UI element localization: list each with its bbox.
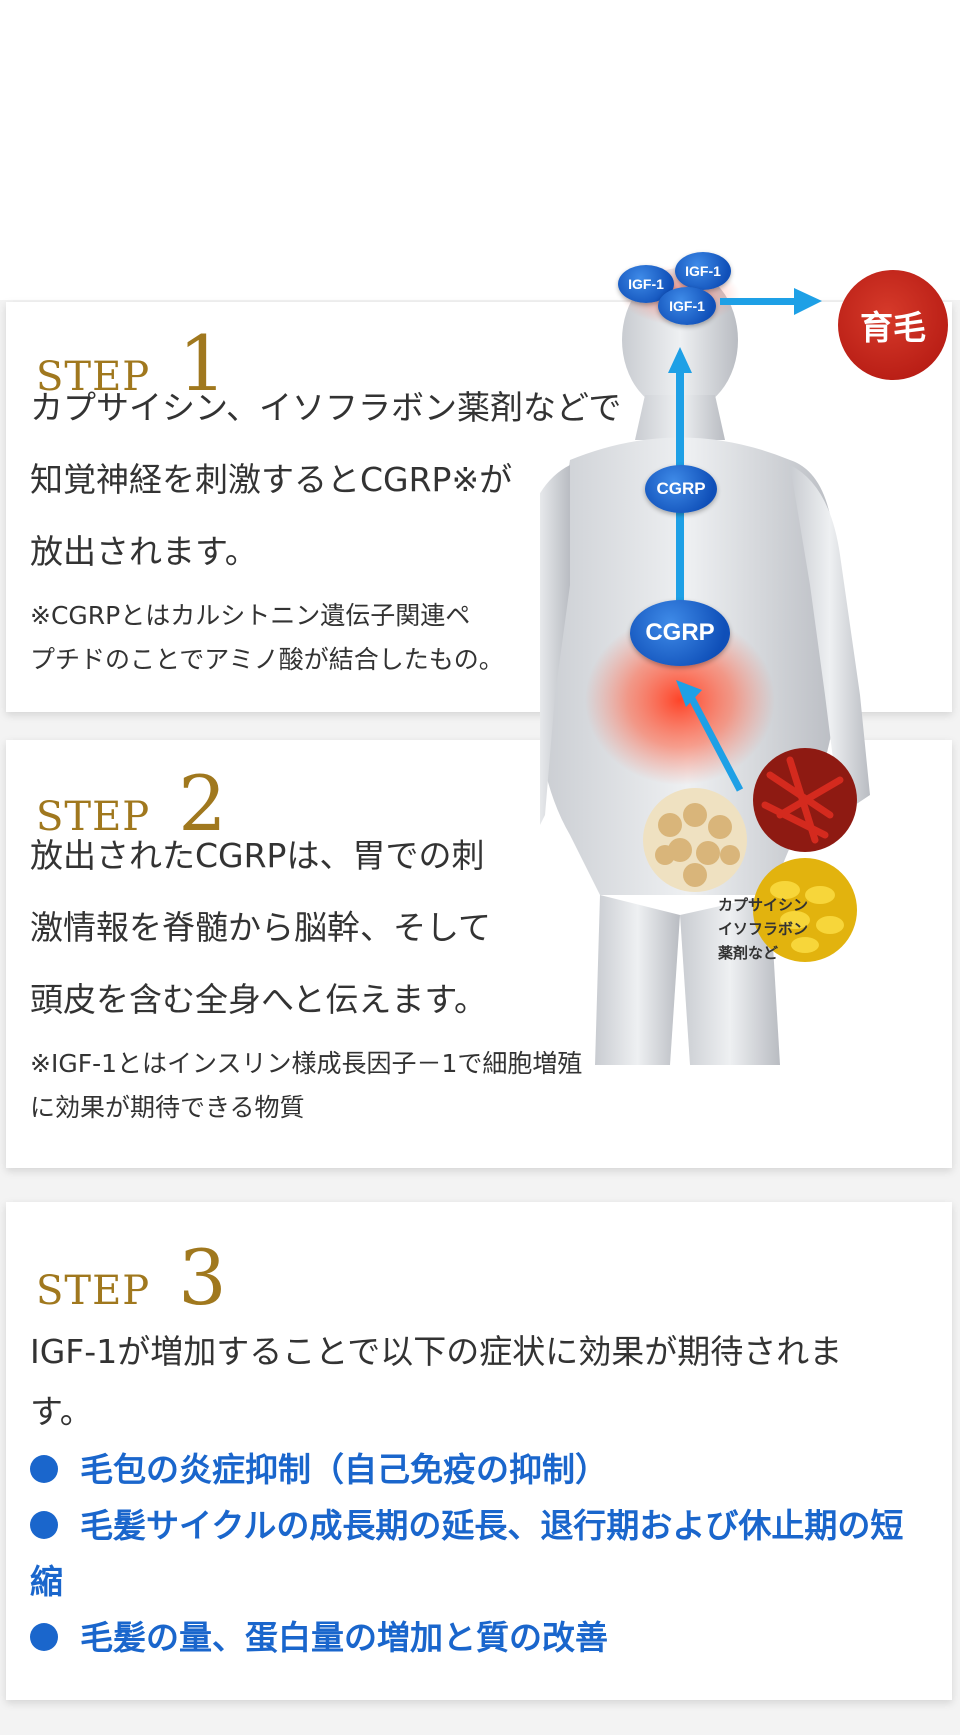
text-line: 頭皮を含む全身へと伝えます。: [30, 980, 488, 1019]
upward-arrow-head: [668, 347, 692, 373]
step-1-description: カプサイシン、イソフラボン薬剤などで 知覚神経を刺激するとCGRP※が 放出され…: [30, 372, 621, 588]
text-line: IGF-1が増加することで以下の症状に効果が期待されま: [30, 1332, 843, 1371]
benefit-list: 毛包の炎症抑制（自己免疫の抑制） 毛髪サイクルの成長期の延長、退行期および休止期…: [30, 1442, 920, 1666]
cgrp-bubble-upper: CGRP: [645, 465, 717, 513]
right-arrow-head: [794, 288, 822, 315]
step-number: 1: [178, 319, 227, 408]
benefit-text: 毛髪の量、蛋白量の増加と質の改善: [80, 1618, 608, 1657]
step-2-note: ※IGF-1とはインスリン様成長因子－1で細胞増殖 に効果が期待できる物質: [30, 1042, 582, 1130]
body-illustration: IGF-1 IGF-1 IGF-1 育毛 CGRP CGRP カプサイシン イソ…: [540, 252, 960, 1065]
note-line: ※CGRPとはカルシトニン遺伝子関連ペ: [30, 601, 471, 630]
step-3-description: IGF-1が増加することで以下の症状に効果が期待されま す。: [30, 1322, 930, 1442]
caption-line: イソフラボン: [718, 920, 809, 938]
step-number: 2: [178, 759, 227, 848]
step-label: STEP: [36, 354, 151, 400]
bullet-dot-icon: [30, 1622, 58, 1651]
left-arm-shape: [540, 465, 570, 825]
step-3-card: STEP 3 IGF-1が増加することで以下の症状に効果が期待されま す。 毛包…: [6, 1202, 952, 1700]
step-label: STEP: [36, 1268, 151, 1314]
text-line: す。: [30, 1392, 93, 1431]
ingredients-caption: カプサイシン イソフラボン 薬剤など: [718, 893, 808, 965]
note-line: に効果が期待できる物質: [30, 1093, 305, 1122]
benefit-item: 毛髪サイクルの成長期の延長、退行期および休止期の短縮: [30, 1498, 920, 1610]
text-line: カプサイシン、イソフラボン薬剤などで: [30, 388, 622, 427]
step-2-description: 放出されたCGRPは、胃での刺 激情報を脊髄から脳幹、そして 頭皮を含む全身へと…: [30, 820, 491, 1036]
step-1-note: ※CGRPとはカルシトニン遺伝子関連ペ プチドのことでアミノ酸が結合したもの。: [30, 594, 504, 682]
text-line: 知覚神経を刺激するとCGRP※が: [30, 460, 513, 499]
soybeans: [655, 803, 740, 887]
chili-peppers: [761, 756, 844, 844]
step-label: STEP: [36, 794, 151, 840]
step-2-heading: STEP 2: [36, 766, 227, 842]
step-number: 3: [178, 1233, 227, 1322]
caption-line: カプサイシン: [718, 896, 809, 914]
note-line: プチドのことでアミノ酸が結合したもの。: [30, 645, 504, 674]
igf-1-bubble: IGF-1: [675, 252, 731, 290]
stomach-glow: [585, 615, 775, 785]
benefit-text: 毛包の炎症抑制（自己免疫の抑制）: [80, 1450, 608, 1489]
benefit-text: 毛髪サイクルの成長期の延長、退行期および休止期の短縮: [30, 1506, 904, 1601]
text-line: 放出されます。: [30, 532, 258, 571]
text-line: 激情報を脊髄から脳幹、そして: [30, 908, 492, 947]
right-arrow-shaft: [720, 298, 798, 305]
right-leg-shape: [680, 895, 780, 1065]
bullet-dot-icon: [30, 1454, 58, 1483]
step-1-heading: STEP 1: [36, 326, 227, 402]
igf-1-bubble: IGF-1: [658, 287, 716, 325]
cgrp-bubble-stomach: CGRP: [630, 600, 730, 666]
top-blank-area: [0, 0, 960, 300]
benefit-item: 毛髪の量、蛋白量の増加と質の改善: [30, 1610, 920, 1666]
note-line: ※IGF-1とはインスリン様成長因子－1で細胞増殖: [30, 1049, 583, 1078]
right-arm-shape: [790, 465, 870, 815]
human-body-figure: [540, 265, 870, 1065]
left-leg-shape: [595, 895, 680, 1065]
capsules: [770, 881, 844, 953]
hair-growth-badge: 育毛: [838, 270, 948, 380]
bullet-dot-icon: [30, 1510, 58, 1539]
step-3-heading: STEP 3: [36, 1240, 227, 1316]
diagonal-arrow-head: [676, 680, 702, 707]
caption-line: 薬剤など: [718, 944, 779, 962]
benefit-item: 毛包の炎症抑制（自己免疫の抑制）: [30, 1442, 920, 1498]
diagonal-arrow-shaft: [686, 693, 744, 792]
text-line: 放出されたCGRPは、胃での刺: [30, 836, 485, 875]
